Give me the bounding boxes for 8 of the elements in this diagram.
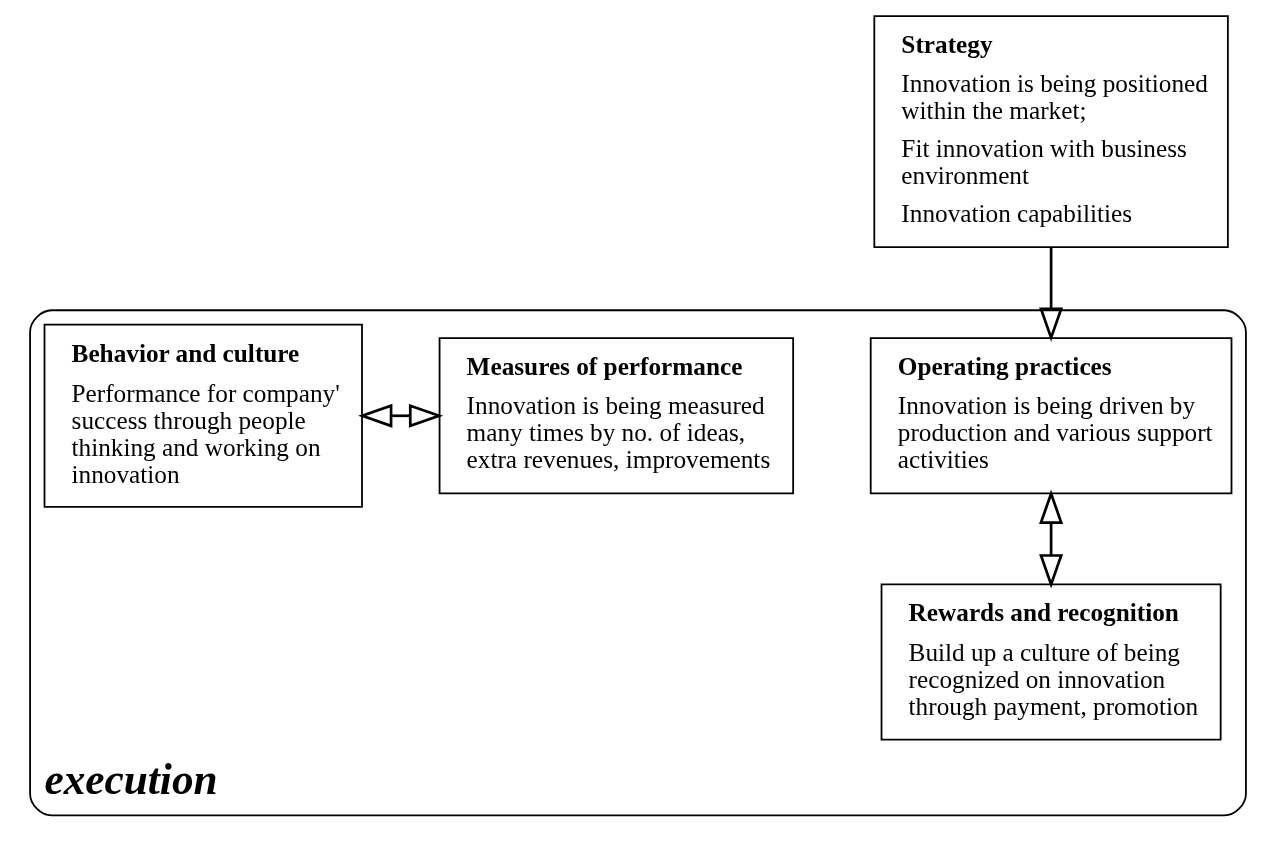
node-box: Rewards and recognition Build up a culture of being recognized on innovation through payment, promotion bbox=[880, 583, 1222, 740]
arrow bbox=[1039, 247, 1064, 342]
node-box: Behavior and culture Performance for company' success through people thinking and working on innovation bbox=[43, 323, 363, 508]
node-box: Operating practices Innovation is being driven by production and various support activities bbox=[869, 336, 1233, 494]
arrow bbox=[358, 403, 444, 428]
node-box: Strategy Innovation is being positioned within the market; Fit innovation with business environment Innovation capabilities bbox=[873, 14, 1229, 248]
arrow bbox=[1039, 489, 1064, 588]
node-box: Measures of performance Innovation is being measured many times by no. of ideas, extra revenues, improvements bbox=[438, 336, 795, 494]
